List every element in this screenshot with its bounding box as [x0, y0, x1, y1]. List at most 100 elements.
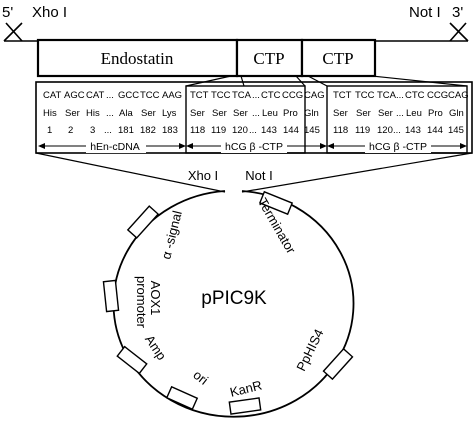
- codon: CAG: [304, 90, 325, 101]
- codon-row: CAT AGC CAT ... GCC TCC AAG: [43, 90, 182, 101]
- codon: TCC: [355, 90, 375, 101]
- amino-row: His Ser His ... Ala Ser Lys: [43, 108, 177, 119]
- amp-label: Amp: [142, 332, 169, 363]
- residue-number: 183: [162, 125, 178, 136]
- codon: CAT: [43, 90, 61, 101]
- codon: ...: [252, 90, 260, 101]
- residue-number: 119: [211, 125, 226, 136]
- amino-acid: His: [43, 108, 57, 119]
- amino-acid: Ser: [65, 108, 80, 119]
- amino-acid: Leu: [262, 108, 278, 119]
- residue-number: 1: [47, 125, 52, 136]
- amino-acid: Pro: [283, 108, 298, 119]
- codon: TCC: [140, 90, 160, 101]
- connector-ctp1-start: [240, 75, 245, 87]
- aox1-label-line1: AOX1: [148, 281, 163, 316]
- arrowhead-right: [179, 143, 186, 149]
- residue-number: 145: [304, 125, 320, 136]
- residue-number: 120: [232, 125, 248, 136]
- residue-number: 118: [333, 125, 348, 136]
- ori-box: [165, 385, 199, 411]
- not-site-label: Not I: [245, 168, 272, 183]
- connector-endostatin-end: [185, 75, 232, 87]
- ctp-label-2: CTP: [322, 49, 353, 68]
- span-label-mask: [86, 139, 146, 153]
- codon: TCT: [333, 90, 352, 101]
- residue-number: 144: [427, 125, 443, 136]
- residue-number: 2: [68, 125, 73, 136]
- residue-number: 3: [90, 125, 95, 136]
- residue-number: 143: [261, 125, 277, 136]
- amino-acid: Ser: [141, 108, 156, 119]
- aox1-label-line2: promoter: [134, 276, 149, 329]
- amino-acid: Pro: [428, 108, 443, 119]
- amp-box: [116, 345, 148, 375]
- residue-number: 143: [405, 125, 421, 136]
- codon: TCT: [190, 90, 209, 101]
- arrowhead-right: [320, 143, 327, 149]
- residue-number: 145: [448, 125, 464, 136]
- sequence-group-endostatin: CAT AGC CAT ... GCC TCC AAG His Ser His …: [38, 90, 186, 153]
- ctp-label-1: CTP: [253, 49, 284, 68]
- right-end-marker: Not I 3': [409, 4, 469, 42]
- amino-acid: His: [86, 108, 100, 119]
- residue-number: 182: [140, 125, 156, 136]
- amino-acid: Ser: [378, 108, 393, 119]
- kanr-label: KanR: [228, 377, 263, 399]
- right-cut-line-b: [449, 22, 467, 42]
- right-prime-label: 3': [452, 4, 463, 21]
- amino-acid: Ser: [190, 108, 205, 119]
- amino-acid: Ser: [333, 108, 348, 119]
- codon: AAG: [162, 90, 182, 101]
- signal-label: α -signal: [158, 209, 185, 261]
- sequence-group-ctp-2: TCT TCC TCA ... CTC CCG CAG Ser Ser Ser …: [327, 90, 469, 153]
- codon: CCG: [282, 90, 303, 101]
- sequence-group-ctp-1: TCT TCC TCA ... CTC CCG CAG Ser Ser Ser …: [186, 90, 327, 153]
- amino-acid: Ser: [356, 108, 371, 119]
- amino-acid: Gln: [449, 108, 464, 119]
- amino-acid: ...: [252, 108, 260, 119]
- residue-number: ...: [104, 125, 112, 136]
- plasmid-map: Xho I Not I pPIC9K α -signal AOX1 promot…: [102, 168, 355, 418]
- plasmid-name: pPIC9K: [201, 288, 267, 309]
- amino-row: Ser Ser Ser ... Leu Pro Gln: [333, 108, 464, 119]
- sequence-detail: CAT AGC CAT ... GCC TCC AAG His Ser His …: [35, 75, 473, 154]
- amino-acid: Ala: [119, 108, 133, 119]
- amino-acid: ...: [396, 108, 404, 119]
- codon: CTC: [405, 90, 425, 101]
- arrowhead-left: [38, 143, 45, 149]
- ori-label: ori: [190, 367, 211, 388]
- amino-acid: Ser: [233, 108, 248, 119]
- connector-ctp2-end: [371, 75, 468, 87]
- amino-acid: ...: [106, 108, 114, 119]
- amino-acid: Leu: [406, 108, 422, 119]
- codon: CAG: [448, 90, 469, 101]
- terminator-box: [258, 190, 294, 216]
- amino-acid: Lys: [162, 108, 177, 119]
- codon-row: TCT TCC TCA ... CTC CCG CAG: [190, 90, 325, 101]
- construct-boxes: Endostatin CTP CTP: [36, 38, 377, 78]
- residue-number: ...: [393, 125, 401, 136]
- span-label: hCG β -CTP: [225, 141, 283, 153]
- arrowhead-right: [460, 143, 467, 149]
- endostatin-label: Endostatin: [101, 49, 174, 68]
- number-row: 118 119 120 ... 143 144 145: [190, 125, 320, 136]
- codon: CCG: [427, 90, 448, 101]
- span-label-mask: [221, 139, 287, 153]
- residue-number: ...: [249, 125, 257, 136]
- arrowhead-left: [327, 143, 334, 149]
- plasmid-circle: [112, 190, 355, 418]
- codon: ...: [396, 90, 404, 101]
- span-label: hEn-cDNA: [90, 141, 140, 153]
- amino-row: Ser Ser Ser ... Leu Pro Gln: [190, 108, 319, 119]
- codon: TCC: [211, 90, 231, 101]
- codon: GCC: [118, 90, 139, 101]
- codon: TCA: [232, 90, 252, 101]
- codon: AGC: [64, 90, 85, 101]
- number-row: 1 2 3 ... 181 182 183: [47, 125, 178, 136]
- codon: ...: [106, 90, 114, 101]
- signal-box: [126, 205, 160, 239]
- aox1-box: [102, 279, 120, 313]
- residue-number: 181: [118, 125, 134, 136]
